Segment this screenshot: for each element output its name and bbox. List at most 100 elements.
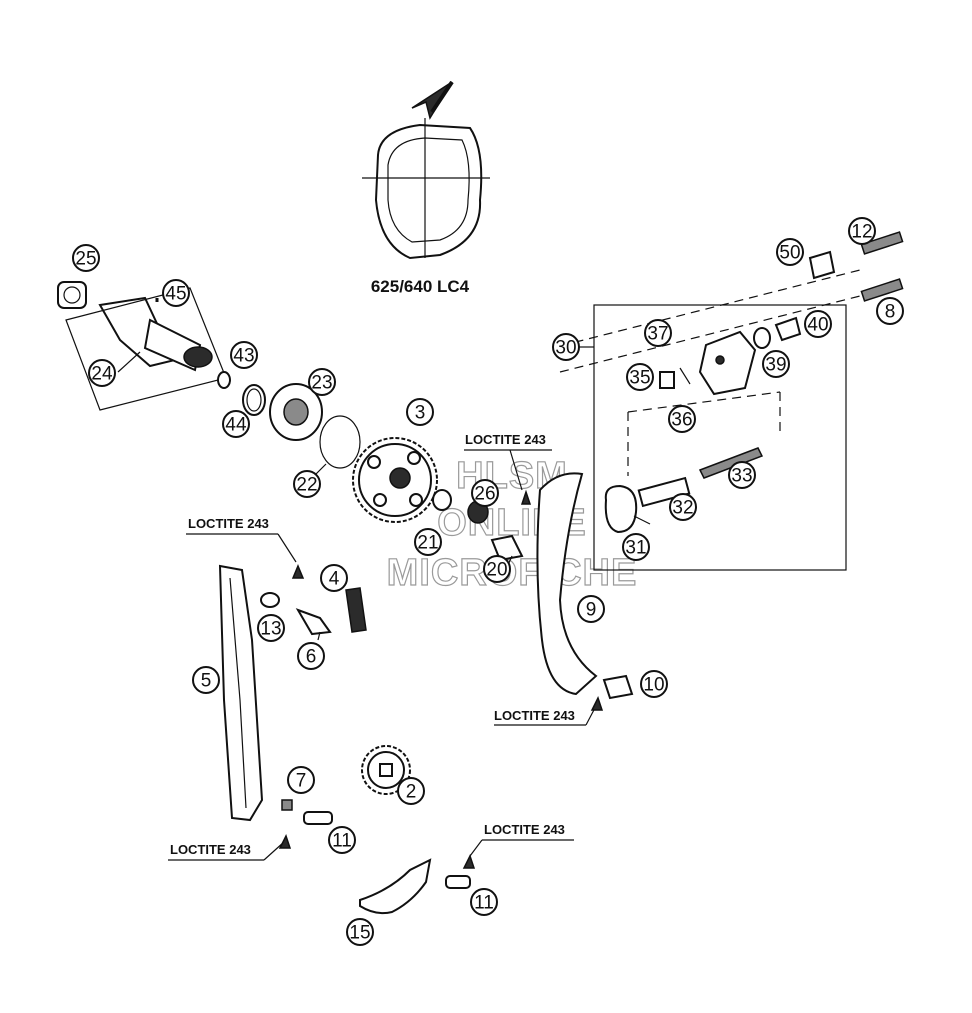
model-label: 625/640 LC4 xyxy=(371,277,470,296)
callout-8: 8 xyxy=(876,297,904,325)
callout-35: 35 xyxy=(626,363,654,391)
loctite-label-upper-center: LOCTITE 243 xyxy=(465,432,546,447)
svg-text:32: 32 xyxy=(672,498,693,519)
callout-4: 4 xyxy=(320,564,348,592)
svg-text:8: 8 xyxy=(885,302,896,323)
callout-21: 21 xyxy=(414,528,442,556)
chain-link-4 xyxy=(345,587,367,633)
svg-text:30: 30 xyxy=(555,338,576,359)
loctite-label-lower-left: LOCTITE 243 xyxy=(170,842,251,857)
svg-text:22: 22 xyxy=(296,475,317,496)
callout-9: 9 xyxy=(577,595,605,623)
tensioner-rail-9 xyxy=(536,472,598,696)
bolt-11-right xyxy=(445,875,471,889)
callout-39: 39 xyxy=(762,350,790,378)
clamp-50 xyxy=(808,250,836,280)
svg-text:2: 2 xyxy=(406,782,417,803)
svg-text:11: 11 xyxy=(474,893,494,914)
bolt-11-lower xyxy=(303,811,333,825)
callout-12: 12 xyxy=(848,217,876,245)
svg-text:13: 13 xyxy=(260,619,281,640)
bolt-20 xyxy=(490,534,524,562)
svg-text:3: 3 xyxy=(415,403,426,424)
svg-text:43: 43 xyxy=(233,346,254,367)
bolt-6 xyxy=(295,608,332,636)
callout-24: 24 xyxy=(88,359,116,387)
svg-text:5: 5 xyxy=(201,671,212,692)
callout-45: 45 xyxy=(162,279,190,307)
detail-view: 625/640 LC4 xyxy=(362,80,490,296)
guide-line-upper xyxy=(559,269,861,347)
svg-text:45: 45 xyxy=(165,284,186,305)
callout-37: 37 xyxy=(644,319,672,347)
washer-21 xyxy=(432,489,452,511)
callout-6: 6 xyxy=(297,642,325,670)
callouts: 2 3 4 5 6 7 8 9 10 11 11 12 13 15 20 21 … xyxy=(72,217,904,946)
callout-25: 25 xyxy=(72,244,100,272)
callout-2: 2 xyxy=(397,777,425,805)
guide-rail-5 xyxy=(218,564,264,822)
svg-text:9: 9 xyxy=(586,600,597,621)
tensioner-assembly xyxy=(578,304,847,571)
callout-26: 26 xyxy=(471,479,499,507)
loctite-label-lower-right: LOCTITE 243 xyxy=(484,822,565,837)
svg-text:12: 12 xyxy=(851,222,872,243)
camshaft-assembly xyxy=(57,281,266,416)
svg-text:7: 7 xyxy=(296,771,307,792)
callout-11b: 11 xyxy=(470,888,498,916)
callout-7: 7 xyxy=(287,766,315,794)
bearing-23 xyxy=(269,383,323,441)
svg-text:24: 24 xyxy=(91,364,113,385)
svg-text:33: 33 xyxy=(731,466,752,487)
callout-5: 5 xyxy=(192,666,220,694)
seal-13 xyxy=(260,592,280,608)
svg-text:40: 40 xyxy=(807,315,828,336)
callout-13: 13 xyxy=(257,614,285,642)
loctite-labels: LOCTITE 243 LOCTITE 243 LOCTITE 243 LOCT… xyxy=(168,432,604,869)
loctite-label-upper-left: LOCTITE 243 xyxy=(188,516,269,531)
spring-7 xyxy=(281,799,293,811)
callout-3: 3 xyxy=(406,398,434,426)
svg-text:21: 21 xyxy=(417,533,438,554)
svg-text:23: 23 xyxy=(311,373,332,394)
svg-text:39: 39 xyxy=(765,355,786,376)
callout-33: 33 xyxy=(728,461,756,489)
callout-43: 43 xyxy=(230,341,258,369)
svg-text:26: 26 xyxy=(474,484,495,505)
svg-text:36: 36 xyxy=(671,410,692,431)
sprocket-3 xyxy=(352,437,438,523)
svg-text:10: 10 xyxy=(643,675,664,696)
svg-text:44: 44 xyxy=(225,415,247,436)
callout-30: 30 xyxy=(552,333,580,361)
callout-10: 10 xyxy=(640,670,668,698)
svg-text:31: 31 xyxy=(625,538,646,559)
svg-text:6: 6 xyxy=(306,647,317,668)
screw-12 xyxy=(860,231,904,255)
callout-23: 23 xyxy=(308,368,336,396)
callout-50: 50 xyxy=(776,238,804,266)
svg-text:15: 15 xyxy=(349,923,370,944)
svg-text:35: 35 xyxy=(629,368,650,389)
callout-15: 15 xyxy=(346,918,374,946)
sprocket-2 xyxy=(361,745,411,795)
svg-text:4: 4 xyxy=(329,569,340,590)
guide-15 xyxy=(359,858,432,915)
callout-32: 32 xyxy=(669,493,697,521)
callout-20: 20 xyxy=(483,555,511,583)
callout-11a: 11 xyxy=(328,826,356,854)
svg-text:20: 20 xyxy=(486,560,507,581)
callout-36: 36 xyxy=(668,405,696,433)
callout-44: 44 xyxy=(222,410,250,438)
callout-22: 22 xyxy=(293,470,321,498)
svg-text:11: 11 xyxy=(332,831,352,852)
callout-31: 31 xyxy=(622,533,650,561)
circlip-22 xyxy=(319,415,361,469)
loctite-label-center-right: LOCTITE 243 xyxy=(494,708,575,723)
svg-text:37: 37 xyxy=(647,324,668,345)
screw-8 xyxy=(860,278,904,302)
guide-line-lower xyxy=(559,295,861,373)
bolt-10 xyxy=(602,674,634,700)
svg-text:25: 25 xyxy=(75,249,96,270)
svg-text:50: 50 xyxy=(779,243,800,264)
